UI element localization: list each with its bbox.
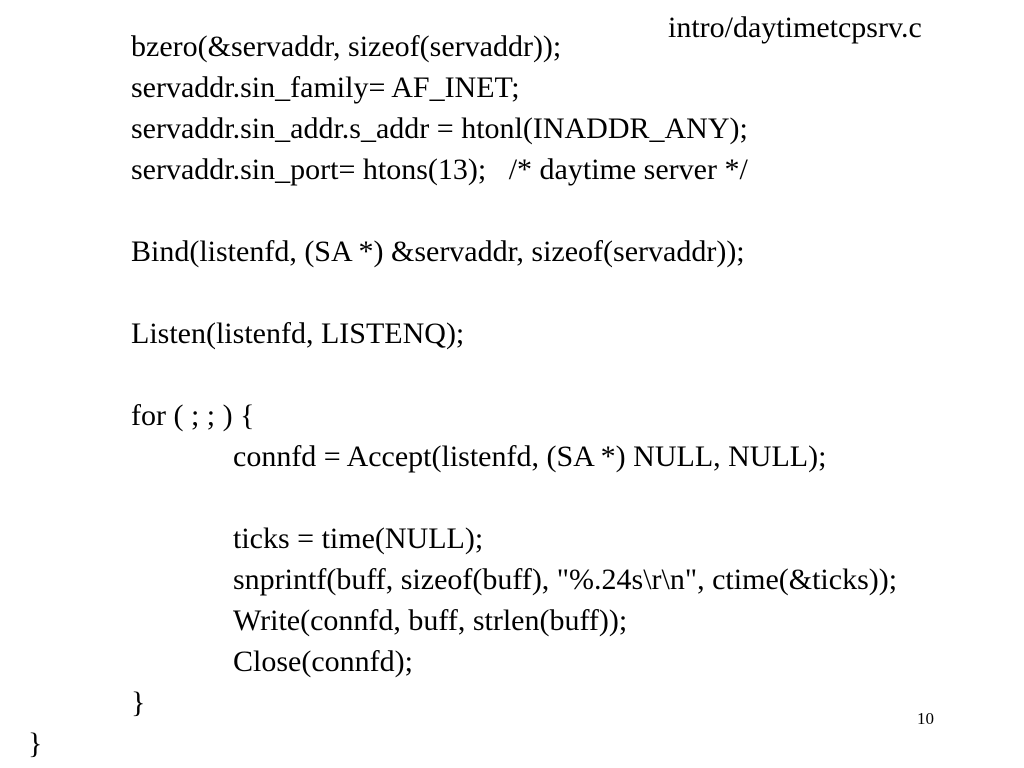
slide-number: 10 bbox=[917, 709, 934, 728]
filename-label: intro/daytimetcpsrv.c bbox=[668, 11, 922, 44]
code-line: servaddr.sin_addr.s_addr = htonl(INADDR_… bbox=[131, 112, 748, 145]
code-line: servaddr.sin_port= htons(13); /* daytime… bbox=[131, 153, 748, 186]
code-line: } bbox=[131, 686, 146, 719]
code-line: } bbox=[28, 727, 43, 760]
code-line: snprintf(buff, sizeof(buff), "%.24s\r\n"… bbox=[233, 563, 898, 596]
code-line: Bind(listenfd, (SA *) &servaddr, sizeof(… bbox=[131, 235, 745, 268]
code-line: Write(connfd, buff, strlen(buff)); bbox=[233, 604, 628, 637]
code-line: Close(connfd); bbox=[233, 645, 413, 678]
code-line: servaddr.sin_family= AF_INET; bbox=[131, 71, 520, 104]
code-line: connfd = Accept(listenfd, (SA *) NULL, N… bbox=[233, 440, 827, 473]
code-line: Listen(listenfd, LISTENQ); bbox=[131, 317, 465, 350]
code-line: for ( ; ; ) { bbox=[131, 399, 255, 432]
code-line: bzero(&servaddr, sizeof(servaddr)); bbox=[131, 30, 562, 63]
code-line: ticks = time(NULL); bbox=[233, 522, 484, 555]
